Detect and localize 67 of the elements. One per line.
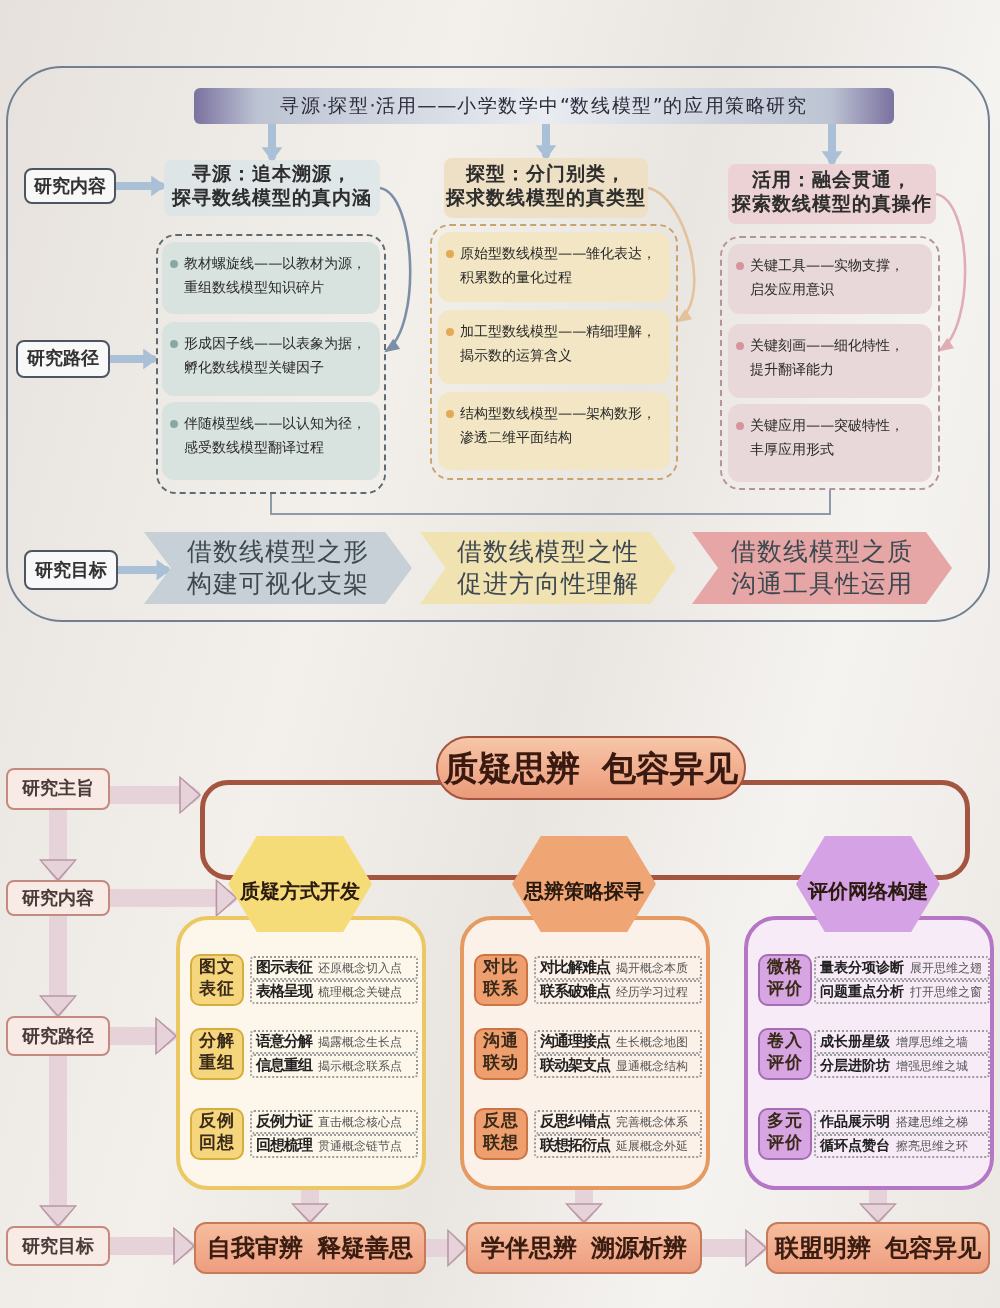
- row-label: 研究路径: [16, 340, 110, 378]
- chevron-banner: 借数线模型之质沟通工具性运用: [692, 532, 952, 604]
- item-card: [438, 310, 670, 384]
- block-arrow: [110, 776, 201, 814]
- column-heading: 探型：分门别类，探求数线模型的真类型: [444, 158, 648, 218]
- arrow: [262, 124, 282, 161]
- arrow: [822, 124, 842, 165]
- block-arrow: [702, 1229, 767, 1267]
- block-arrow: [39, 810, 77, 881]
- category-tag: 微格评价: [758, 954, 812, 1006]
- block-arrow: [110, 1017, 177, 1055]
- hexagon-tag: 质疑方式开发: [228, 836, 372, 932]
- bracket-line: [270, 489, 831, 515]
- category-tag: 图文表征: [190, 954, 244, 1006]
- chevron-banner: 借数线模型之形构建可视化支架: [144, 532, 412, 604]
- item-card: [438, 232, 670, 302]
- hexagon-tag: 思辨策略探寻: [512, 836, 656, 932]
- block-arrow: [859, 1190, 897, 1223]
- block-arrow: [565, 1190, 603, 1223]
- curved-arrow: [379, 186, 412, 352]
- category-tag: 卷入评价: [758, 1028, 812, 1080]
- arrow: [536, 124, 556, 159]
- category-tag: 反例回想: [190, 1108, 244, 1160]
- category-tag: 对比联系: [474, 954, 528, 1006]
- block-arrow: [110, 1227, 195, 1265]
- item-card: [162, 242, 380, 314]
- chevron-banner: 借数线模型之性促进方向性理解: [420, 532, 676, 604]
- column-panel: [460, 916, 710, 1190]
- category-tag: 分解重组: [190, 1028, 244, 1080]
- category-tag: 反思联想: [474, 1108, 528, 1160]
- curved-arrow: [935, 192, 967, 352]
- row-label: 研究主旨: [6, 768, 110, 810]
- column-heading: 寻源：追本溯源，探寻数线模型的真内涵: [164, 160, 380, 216]
- block-arrow: [39, 916, 77, 1017]
- item-card: [728, 244, 932, 314]
- block-arrow: [291, 1190, 329, 1223]
- row-label: 研究内容: [6, 880, 110, 916]
- curved-arrow: [647, 186, 696, 323]
- goal-banner: 联盟明辨 包容异见: [766, 1222, 990, 1274]
- block-arrow: [426, 1229, 467, 1267]
- row-label: 研究目标: [6, 1226, 110, 1266]
- item-card: [728, 404, 932, 482]
- item-card: [162, 322, 380, 396]
- row-label: 研究目标: [24, 550, 118, 590]
- goal-banner: 自我审辨 释疑善思: [194, 1222, 426, 1274]
- dashed-panel: [720, 236, 940, 490]
- block-arrow: [110, 879, 238, 917]
- dashed-panel: [430, 224, 678, 480]
- item-card: [162, 402, 380, 480]
- row-label: 研究内容: [24, 168, 116, 204]
- row-label: 研究路径: [6, 1016, 110, 1056]
- category-tag: 沟通联动: [474, 1028, 528, 1080]
- title-bar: 寻源·探型·活用——小学数学中“数线模型”的应用策略研究: [194, 88, 894, 124]
- column-panel: [744, 916, 994, 1190]
- hexagon-tag: 评价网络构建: [796, 836, 940, 932]
- dashed-panel: [156, 234, 386, 494]
- title-pill: 质疑思辨 包容异见: [436, 736, 746, 800]
- block-arrow: [39, 1056, 77, 1227]
- category-tag: 多元评价: [758, 1108, 812, 1160]
- item-card: [728, 324, 932, 398]
- item-card: [438, 392, 670, 470]
- goal-banner: 学伴思辨 溯源析辨: [466, 1222, 702, 1274]
- arrow: [118, 560, 171, 580]
- column-panel: [176, 916, 426, 1190]
- arrow: [116, 176, 165, 196]
- column-heading: 活用：融会贯通，探索数线模型的真操作: [728, 164, 936, 224]
- arrow: [110, 349, 157, 369]
